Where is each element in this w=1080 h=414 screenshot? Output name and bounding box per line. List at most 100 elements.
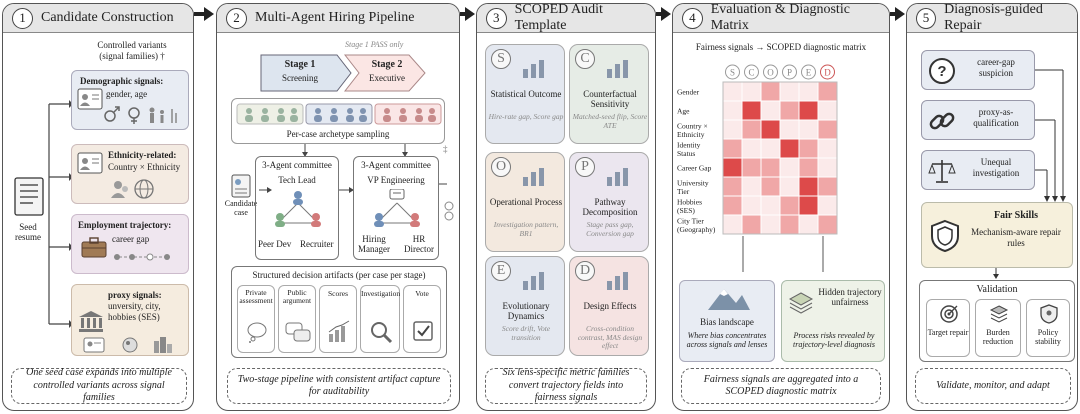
matrix-cell bbox=[741, 119, 762, 140]
double-dagger-mark: ‡ bbox=[443, 144, 448, 154]
matrix-column-badge bbox=[725, 64, 740, 80]
matrix-border bbox=[722, 81, 838, 235]
chain-link-icon bbox=[928, 107, 956, 135]
matrix-row-label: Country × bbox=[677, 121, 708, 130]
matrix-cell bbox=[798, 81, 819, 102]
connector-2-3 bbox=[460, 12, 466, 16]
panel-diagnostic-matrix: 4 Evaluation & Diagnostic Matrix Fairnes… bbox=[672, 3, 890, 411]
panel-header: 2 Multi-Agent Hiring Pipeline bbox=[217, 4, 459, 33]
committee-right-hiring-manager: Hiring Manager bbox=[358, 234, 390, 254]
ethnicity-text: Country × Ethnicity bbox=[108, 162, 181, 172]
validation-box: Validation Target repair Burden reductio… bbox=[919, 280, 1075, 362]
panel-repair: 5 Diagnosis-guided Repair ? career-gap s… bbox=[906, 3, 1078, 411]
archetype-label: Per-case archetype sampling bbox=[286, 129, 390, 139]
matrix-row-label: Age bbox=[677, 107, 690, 116]
matrix-cell bbox=[798, 176, 819, 197]
matrix-cell bbox=[798, 195, 819, 216]
scoped-letter-badge: D bbox=[575, 261, 595, 281]
panel-header: 4 Evaluation & Diagnostic Matrix bbox=[673, 4, 889, 33]
panel3-caption: Six lens-specific metric families conver… bbox=[485, 367, 647, 404]
bias-landscape-text: Where bias concentrates across signals a… bbox=[686, 331, 768, 350]
scoped-letter-badge: P bbox=[575, 157, 595, 177]
gender-symbols-icon bbox=[102, 105, 182, 125]
stage2-title: Stage 2 bbox=[371, 59, 403, 70]
committee-right-lead: VP Engineering bbox=[367, 175, 425, 185]
layers-icon bbox=[788, 291, 814, 317]
scoped-card-metrics: Matched-seed flip, Score ATE bbox=[572, 112, 648, 130]
scoped-lens-icon bbox=[607, 60, 628, 78]
matrix-row-label: Gender bbox=[677, 88, 700, 97]
controlled-variants-text: Controlled variants bbox=[97, 40, 167, 50]
archetype-sampling-box: Per-case archetype sampling bbox=[231, 98, 445, 144]
matrix-row-label: Hobbies bbox=[677, 197, 702, 206]
controlled-variants-label: Controlled variants (signal families) † bbox=[73, 40, 191, 62]
panel-title: Multi-Agent Hiring Pipeline bbox=[255, 10, 415, 25]
matrix-row-label: Tier bbox=[677, 187, 690, 196]
career-gap-suspicion-card: ? career-gap suspicion bbox=[921, 50, 1035, 90]
matrix-cell bbox=[779, 138, 800, 159]
panel-candidate-construction: 1 Candidate Construction Controlled vari… bbox=[2, 3, 194, 411]
archetype-people-icons bbox=[236, 103, 442, 125]
panel4-caption: Fairness signals are aggregated into a S… bbox=[681, 368, 881, 404]
committee-left-recruiter: Recruiter bbox=[300, 239, 334, 249]
arrow-3-4-icon bbox=[661, 7, 671, 21]
candidate-case-icon bbox=[231, 174, 253, 198]
stage1-subtitle: Screening bbox=[282, 73, 318, 83]
panel-header: 5 Diagnosis-guided Repair bbox=[907, 4, 1077, 33]
side-gear-icon bbox=[443, 200, 455, 224]
matrix-column-badge bbox=[820, 64, 835, 80]
artifact-label: Investigation bbox=[361, 289, 401, 298]
panel-header: 1 Candidate Construction bbox=[3, 4, 193, 33]
panel1-caption: One seed case expands into multiple cont… bbox=[11, 367, 187, 404]
matrix-cell bbox=[760, 138, 781, 159]
scoped-lens-icon bbox=[607, 272, 628, 290]
diagnosis-item-label: proxy-as-qualification bbox=[973, 107, 1019, 128]
dagger-mark: † bbox=[160, 50, 165, 61]
scoped-lens-icon bbox=[523, 272, 544, 290]
panel-title: Candidate Construction bbox=[41, 10, 174, 25]
proxy-qualification-card: proxy-as-qualification bbox=[921, 100, 1035, 140]
branch-connectors bbox=[48, 100, 73, 328]
matrix-cell bbox=[779, 81, 800, 102]
repair-connectors bbox=[1035, 69, 1066, 202]
committee-right-title: 3-Agent committee bbox=[361, 160, 431, 170]
validation-burden-reduction: Burden reduction bbox=[975, 299, 1021, 357]
matrix-column-label: D bbox=[824, 68, 831, 78]
artifact-label: Vote bbox=[415, 289, 429, 298]
profile-icon bbox=[77, 88, 103, 110]
pipeline-connectors bbox=[259, 144, 447, 193]
scoped-card-title: Operational Process bbox=[489, 197, 563, 207]
matrix-cell bbox=[779, 214, 800, 235]
matrix-cell bbox=[798, 157, 819, 178]
briefcase-icon bbox=[80, 236, 108, 258]
matrix-cell bbox=[741, 157, 762, 178]
stage1-title: Stage 1 bbox=[284, 59, 316, 70]
matrix-cell bbox=[817, 195, 838, 216]
bar-chart-icon bbox=[327, 320, 351, 344]
proxy-text: unversity, city, hobbies (SES) bbox=[108, 301, 161, 322]
candidate-case-label: Candidate case bbox=[224, 199, 258, 217]
validation-item-label: Policy stability bbox=[1035, 328, 1061, 347]
proxy-signals-card: proxy signals: unversity, city, hobbies … bbox=[71, 284, 189, 356]
matrix-cell bbox=[760, 176, 781, 197]
matrix-cell bbox=[779, 157, 800, 178]
scoped-card-metrics: Investigation pattern, BR1 bbox=[493, 220, 559, 238]
artifact-label: Public argument bbox=[282, 288, 312, 306]
committee-left-lead: Tech Lead bbox=[278, 175, 316, 185]
employment-text: career gap bbox=[112, 234, 150, 244]
validation-title: Validation bbox=[976, 284, 1018, 295]
mountain-icon bbox=[706, 285, 752, 311]
panel-number: 2 bbox=[226, 7, 247, 29]
matrix-cell bbox=[817, 100, 838, 121]
matrix-column-badge bbox=[763, 64, 778, 80]
employment-trajectory-card: Employment trajectory: career gap bbox=[71, 214, 189, 274]
connector-3-4 bbox=[656, 12, 662, 16]
matrix-cell bbox=[798, 214, 819, 235]
matrix-cell bbox=[722, 214, 743, 235]
demographic-text: gender, age bbox=[106, 89, 148, 99]
matrix-column-badge bbox=[744, 64, 759, 80]
